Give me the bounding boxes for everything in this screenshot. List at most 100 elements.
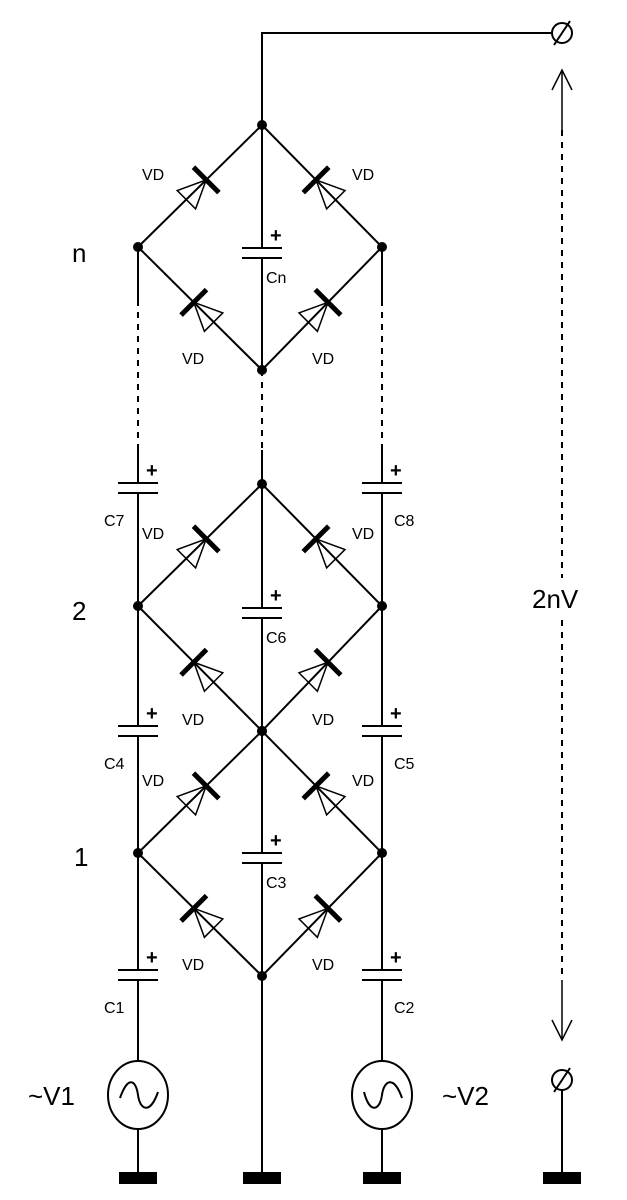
- diode: [175, 165, 221, 211]
- diode-label: VD: [142, 773, 164, 790]
- junction-dot: [133, 848, 143, 858]
- diode-label: VD: [182, 712, 204, 729]
- capacitor-c8: + C8: [360, 460, 415, 530]
- diode-bar-icon: [313, 893, 343, 923]
- capacitor-c5: + C5: [360, 703, 415, 773]
- source-v1: ~V1: [28, 1060, 169, 1130]
- capacitor-c7: + C7: [104, 460, 160, 530]
- diode-triangle-icon: [297, 907, 330, 939]
- junction-dot: [377, 848, 387, 858]
- source-v1-circle: [107, 1060, 169, 1130]
- arrow-up-icon: [551, 68, 573, 91]
- capacitor-label: C3: [266, 875, 287, 892]
- diode-label: VD: [182, 351, 204, 368]
- output-voltage-label: 2nV: [532, 584, 579, 614]
- stage-label-1: 1: [74, 842, 88, 872]
- diode-bar-icon: [179, 287, 209, 317]
- diode-triangle-icon: [175, 537, 208, 570]
- diode-label: VD: [352, 773, 374, 790]
- arrow-down-icon: [551, 1019, 573, 1042]
- junction-dot: [133, 242, 143, 252]
- diode: [175, 771, 221, 817]
- diode-triangle-icon: [175, 784, 208, 817]
- diode: [179, 893, 225, 939]
- diode-bar-icon: [313, 647, 343, 677]
- capacitor-cn: +Cn: [240, 225, 286, 287]
- diode-bar-icon: [301, 524, 331, 554]
- diode: [301, 771, 347, 817]
- polarity-plus-icon: +: [390, 460, 402, 482]
- capacitor-label: C4: [104, 756, 125, 773]
- diode-triangle-icon: [297, 660, 330, 693]
- stage-label-n: n: [72, 238, 86, 268]
- diode-label: VD: [352, 526, 374, 543]
- diode-bridge: VD VD VD VD: [133, 726, 387, 981]
- diode-bar-icon: [301, 165, 331, 195]
- diode: [179, 647, 225, 693]
- capacitor-label: C1: [104, 1000, 125, 1017]
- capacitor-label: C6: [266, 630, 287, 647]
- polarity-plus-icon: +: [270, 830, 282, 852]
- capacitor-c6: + C6: [240, 585, 287, 647]
- ground-icon: [543, 1172, 581, 1184]
- diode-label: VD: [142, 526, 164, 543]
- diode-triangle-icon: [297, 301, 330, 333]
- junction-dot: [257, 479, 267, 489]
- capacitor-label: C5: [394, 756, 415, 773]
- capacitor-label: Cn: [266, 270, 286, 287]
- polarity-plus-icon: +: [390, 703, 402, 725]
- source-v1-label: ~V1: [28, 1081, 75, 1111]
- ground-icon: [243, 1172, 281, 1184]
- diode-bar-icon: [301, 771, 331, 801]
- sine-icon: [119, 1081, 159, 1109]
- stage-label-2: 2: [72, 596, 86, 626]
- diode-triangle-icon: [175, 178, 208, 211]
- terminal-icon: [551, 22, 573, 44]
- junction-dot: [133, 601, 143, 611]
- diode: [179, 287, 225, 333]
- diode-bar-icon: [191, 771, 221, 801]
- capacitor-c2: +C2: [360, 947, 415, 1017]
- capacitor-c4: + C4: [104, 703, 160, 773]
- diode: [297, 893, 343, 939]
- polarity-plus-icon: +: [270, 585, 282, 607]
- capacitor-label: C7: [104, 513, 125, 530]
- diode-label: VD: [142, 167, 164, 184]
- diode-triangle-icon: [192, 301, 225, 333]
- diode-bar-icon: [191, 524, 221, 554]
- junction-dot: [257, 365, 267, 375]
- diode-label: VD: [312, 351, 334, 368]
- polarity-plus-icon: +: [146, 703, 158, 725]
- capacitor-c3: + C3: [240, 830, 287, 892]
- ground-icon: [363, 1172, 401, 1184]
- diode: [301, 524, 347, 570]
- polarity-plus-icon: +: [146, 460, 158, 482]
- grounds: [119, 1172, 581, 1184]
- diode-triangle-icon: [314, 784, 347, 817]
- sine-icon: [363, 1081, 403, 1109]
- capacitors: +Cn + C1 +C2 + C3 + C4 + C5 + C6 + C7 + C8: [104, 225, 415, 1017]
- diode: [175, 524, 221, 570]
- diode-label: VD: [182, 957, 204, 974]
- diode-triangle-icon: [314, 537, 347, 570]
- junction-dot: [257, 120, 267, 130]
- terminal-top: [551, 20, 573, 46]
- terminal-icon: [551, 1069, 573, 1091]
- diode-label: VD: [312, 957, 334, 974]
- capacitor-label: C8: [394, 513, 415, 530]
- diode-bar-icon: [191, 165, 221, 195]
- output-wire: [261, 32, 552, 125]
- diode: [297, 647, 343, 693]
- voltage-arrow: 2nV: [532, 68, 579, 1042]
- source-v2-circle: [351, 1060, 413, 1130]
- polarity-plus-icon: +: [146, 947, 158, 969]
- diode-bar-icon: [179, 893, 209, 923]
- diode-bar-icon: [313, 287, 343, 317]
- diode-bar-icon: [179, 647, 209, 677]
- diode: [301, 165, 347, 211]
- diode: [297, 287, 343, 333]
- source-v2-label: ~V2: [442, 1081, 489, 1111]
